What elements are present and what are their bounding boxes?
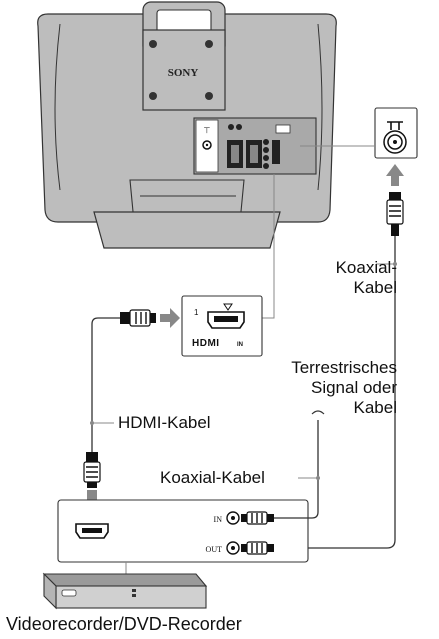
hdmi-logo: HDMI <box>192 338 220 349</box>
hdmi-port-number: 1 <box>194 308 199 317</box>
hdmi-cable-label: HDMI-Kabel <box>118 413 211 432</box>
terrestrial-line3: Kabel <box>353 398 397 417</box>
svg-text:⊤: ⊤ <box>204 126 211 135</box>
terrestrial-line1: Terrestrisches <box>291 358 397 377</box>
recorder-rear-panel <box>57 499 309 563</box>
recorder-in-label: IN <box>214 515 223 524</box>
tv-connector-panel: ⊤ <box>193 117 317 175</box>
coax-cable-bottom-label: Koaxial-Kabel <box>160 468 265 487</box>
coax-plug-icon <box>241 511 274 525</box>
coax-cable-out <box>274 236 396 549</box>
terrestrial-line2: Signal oder <box>310 378 397 397</box>
device-caption: Videorecorder/DVD-Recorder <box>6 614 242 634</box>
tv-brand-logo: SONY <box>168 67 199 79</box>
arrow-right-icon <box>160 308 180 328</box>
hdmi-plug-icon <box>83 452 101 488</box>
recorder-out-label: OUT <box>206 545 223 554</box>
coax-plug-icon <box>386 192 404 236</box>
coax-cable-top-label: Koaxial- Kabel <box>336 258 397 298</box>
signal-wave-icon <box>311 410 325 415</box>
tv-stand <box>93 179 281 249</box>
hdmi-cable <box>91 317 120 452</box>
arrow-up-icon <box>386 164 404 186</box>
coax-cable-in <box>274 420 319 519</box>
coax-cable-top-line2: Kabel <box>353 278 397 297</box>
antenna-wall-socket-icon <box>374 107 418 159</box>
hdmi-in-label: IN <box>237 342 243 348</box>
coax-cable-top-line1: Koaxial- <box>335 258 397 277</box>
hdmi-plug-icon <box>120 309 156 327</box>
tv-rear-panel <box>37 1 337 223</box>
recorder-device <box>42 572 208 610</box>
hdmi-callout-lead <box>262 174 275 319</box>
coax-plug-icon <box>241 541 274 555</box>
terrestrial-signal-label: Terrestrisches Signal oder Kabel <box>291 358 397 418</box>
hdmi-port-callout <box>181 295 263 357</box>
